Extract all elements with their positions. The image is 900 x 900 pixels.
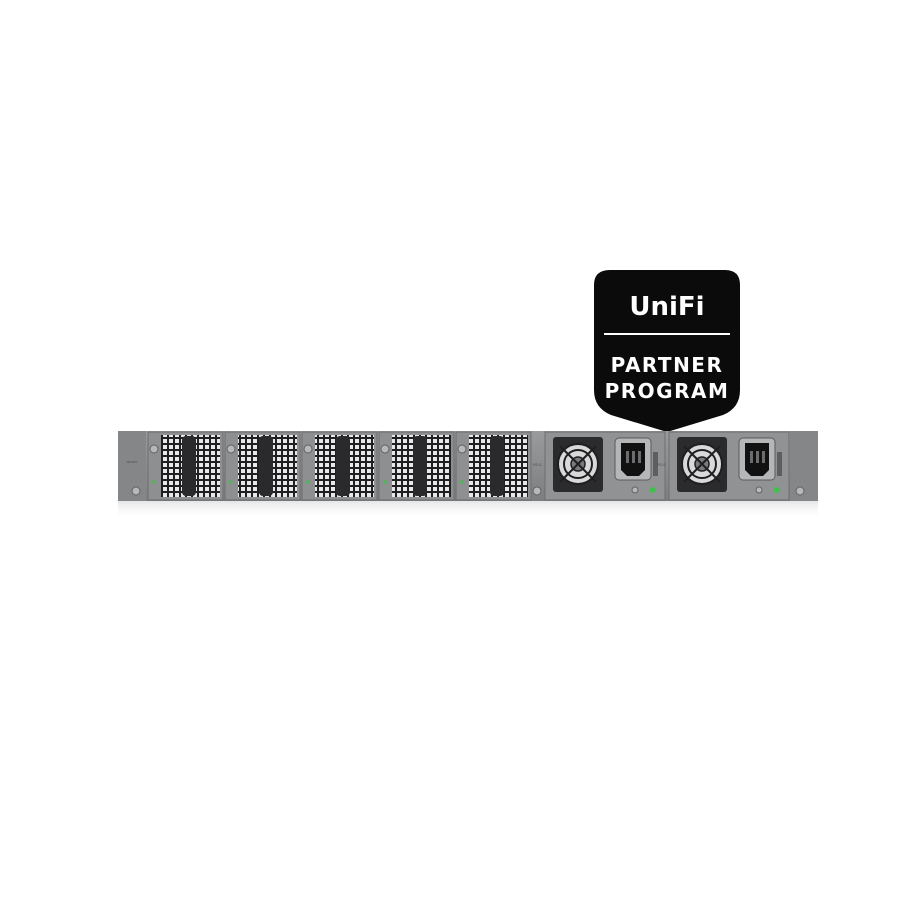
thumbscrew-icon[interactable] bbox=[131, 486, 141, 496]
fan-handle[interactable] bbox=[259, 436, 273, 496]
fan-module bbox=[455, 431, 532, 501]
floor-reflection bbox=[118, 500, 818, 520]
fan-status-led bbox=[383, 480, 387, 484]
thumbscrew-icon[interactable] bbox=[380, 444, 390, 454]
psu-module: PSU1 bbox=[533, 431, 666, 501]
psu-status-led bbox=[650, 487, 656, 493]
psu-module-row: PSU1 PSU2 bbox=[533, 431, 790, 501]
fan-handle[interactable] bbox=[413, 436, 427, 496]
fan-module bbox=[378, 431, 455, 501]
fan-handle[interactable] bbox=[490, 436, 504, 496]
fan-module bbox=[147, 431, 224, 501]
iec-power-inlet-icon[interactable] bbox=[738, 437, 776, 481]
thumbscrew-icon[interactable] bbox=[226, 444, 236, 454]
thumbscrew-icon[interactable] bbox=[795, 486, 805, 496]
thumbscrew-icon[interactable] bbox=[631, 486, 639, 494]
fan-status-led bbox=[152, 480, 156, 484]
thumbscrew-icon[interactable] bbox=[755, 486, 763, 494]
fan-status-led bbox=[306, 480, 310, 484]
iec-power-inlet-icon[interactable] bbox=[614, 437, 652, 481]
psu-latch[interactable] bbox=[777, 452, 782, 476]
psu-label: PSU2 bbox=[657, 463, 666, 467]
partner-badge: UniFi PARTNER PROGRAM bbox=[594, 270, 740, 432]
left-ear-label: MODEL bbox=[127, 460, 138, 464]
fan-module bbox=[224, 431, 301, 501]
thumbscrew-icon[interactable] bbox=[303, 444, 313, 454]
psu-latch[interactable] bbox=[653, 452, 658, 476]
badge-line2-text: PROGRAM bbox=[605, 379, 730, 403]
badge-divider bbox=[604, 333, 730, 335]
fan-module-row bbox=[147, 431, 532, 501]
psu-module: PSU2 bbox=[657, 431, 790, 501]
badge-brand-text: UniFi bbox=[629, 292, 704, 322]
psu-fan-icon bbox=[553, 437, 603, 492]
fan-status-led bbox=[229, 480, 233, 484]
thumbscrew-icon[interactable] bbox=[457, 444, 467, 454]
fan-module bbox=[301, 431, 378, 501]
badge-line1-text: PARTNER bbox=[611, 353, 724, 377]
thumbscrew-icon[interactable] bbox=[532, 486, 542, 496]
thumbscrew-icon[interactable] bbox=[149, 444, 159, 454]
fan-handle[interactable] bbox=[182, 436, 196, 496]
fan-status-led bbox=[460, 480, 464, 484]
psu-fan-icon bbox=[677, 437, 727, 492]
fan-handle[interactable] bbox=[336, 436, 350, 496]
psu-label: PSU1 bbox=[533, 463, 542, 467]
psu-status-led bbox=[774, 487, 780, 493]
